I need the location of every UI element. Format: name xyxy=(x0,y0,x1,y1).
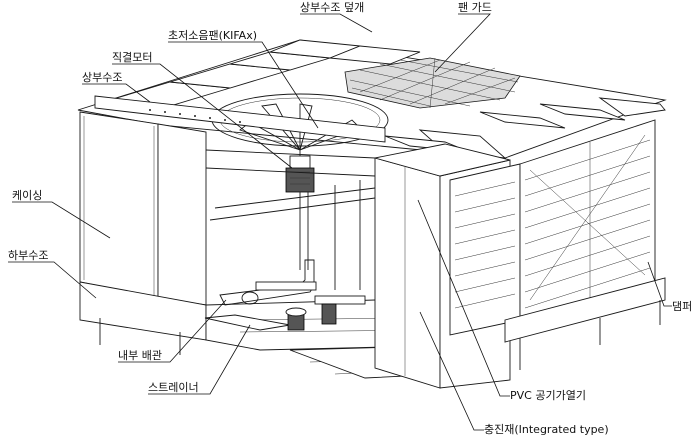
leader-fill xyxy=(419,311,484,431)
fan-guard-grid xyxy=(344,57,521,109)
direct-drive-motor xyxy=(285,150,315,193)
casing-side xyxy=(157,123,207,306)
leader-damper xyxy=(647,261,672,307)
label-lower-basin: 하부수조 xyxy=(8,248,48,262)
leader-internal-piping xyxy=(118,299,227,363)
label-casing: 케이싱 xyxy=(12,189,42,202)
leader-fan xyxy=(168,41,319,129)
internal-piping xyxy=(219,259,366,306)
label-internal-piping: 내부 배관 xyxy=(118,349,162,362)
leader-motor xyxy=(112,63,293,169)
casing-front-left xyxy=(79,111,159,299)
tower-drawing xyxy=(77,39,667,389)
label-top-cover: 상부수조 덮개 xyxy=(300,1,364,14)
leader-lines xyxy=(8,13,672,431)
fill-block-top xyxy=(374,143,511,177)
roof-cover-panels xyxy=(109,39,666,159)
label-strainer: 스트레이너 xyxy=(148,381,199,394)
strainer xyxy=(204,303,337,331)
interior-frame xyxy=(205,149,376,290)
upper-basin-holes xyxy=(149,109,241,123)
louver-section xyxy=(449,119,656,336)
base-frame-right xyxy=(504,277,666,343)
label-fill: 충진재(Integrated type) xyxy=(484,423,609,436)
upper-basin-strip xyxy=(94,95,386,143)
leader-lower-basin xyxy=(8,261,97,299)
leader-casing xyxy=(12,201,111,239)
label-upper-basin: 상부수조 xyxy=(82,71,122,84)
label-fan: 초저소음팬(KIFAx) xyxy=(168,29,257,42)
callout-labels: 상부수조 덮개 팬 가드 초저소음팬(KIFAx) 직결모터 상부수조 케이싱 … xyxy=(8,1,692,436)
fill-block-front xyxy=(374,157,441,389)
leader-top-cover xyxy=(300,13,373,33)
label-pvc-eliminator: PVC 공기가열기 xyxy=(510,389,586,402)
leader-upper-basin xyxy=(82,83,151,103)
leader-pvc xyxy=(417,199,510,397)
leader-fan-guard xyxy=(434,13,491,73)
label-fan-guard: 팬 가드 xyxy=(458,1,492,14)
label-motor: 직결모터 xyxy=(112,51,152,64)
label-damper: 댐퍼 xyxy=(672,300,692,313)
leader-strainer xyxy=(148,324,251,395)
